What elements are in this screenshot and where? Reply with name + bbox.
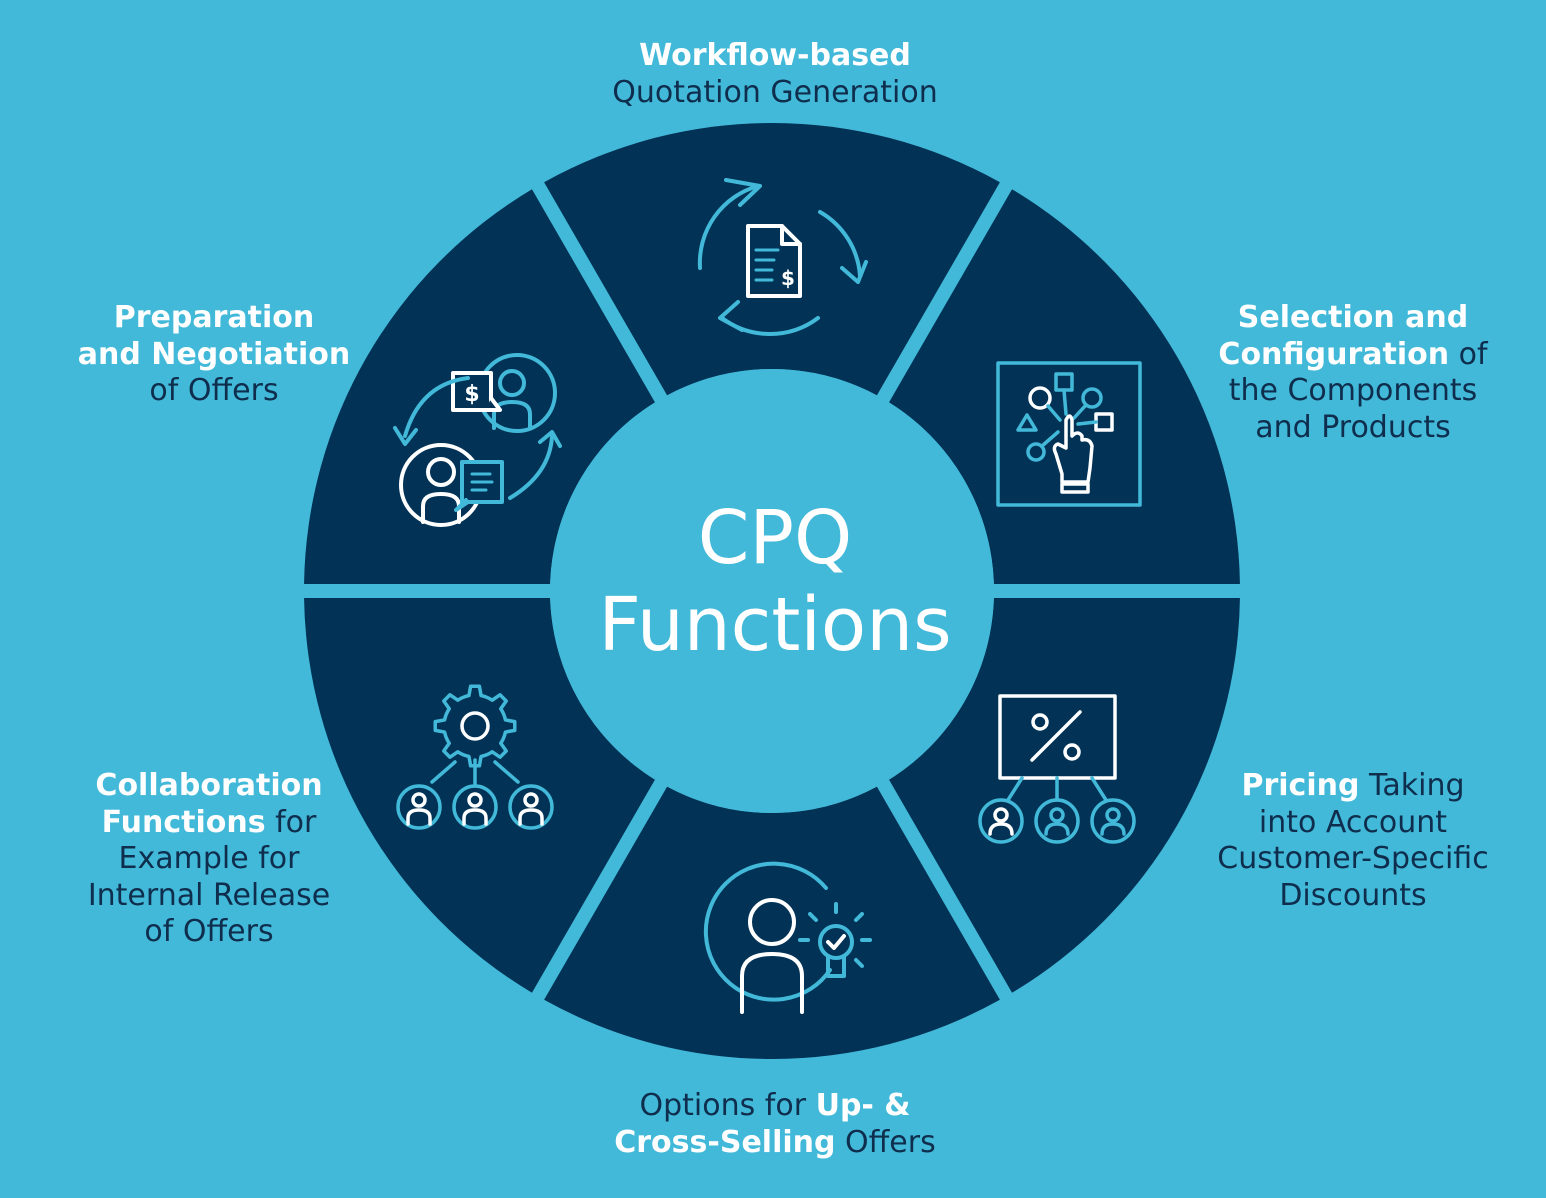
label-b-normal2: Offers: [835, 1124, 936, 1160]
label-tr-normal2: of: [1449, 336, 1488, 372]
label-bl-bold1: Collaboration: [95, 768, 323, 803]
label-tl-bold1: Preparation: [113, 300, 315, 335]
center-circle: [550, 369, 994, 813]
label-br-line4: Discounts: [1279, 877, 1427, 913]
label-bl-line3: Example for: [118, 841, 300, 876]
negotiation-icon: $: [393, 353, 562, 527]
label-br-line2: into Account: [1258, 804, 1448, 840]
label-tl-bold2: and Negotiation: [77, 336, 351, 372]
svg-text:$: $: [464, 382, 479, 407]
percentage-board-people-icon: [978, 694, 1136, 844]
label-selection-configuration: Selection and Configuration of the Compo…: [1168, 300, 1538, 446]
label-b-line2: Cross-Selling Offers: [560, 1125, 990, 1162]
segment-top-right: [889, 189, 1240, 585]
label-upsell-crosssell: Options for Up- & Cross-Selling Offers: [560, 1088, 990, 1161]
label-top-normal: Quotation Generation: [612, 74, 938, 110]
label-bl-bold2: Functions: [101, 804, 266, 840]
label-tr-bold1: Selection and: [1237, 300, 1469, 335]
person-lightbulb-icon: [703, 861, 872, 1014]
label-preparation-negotiation: Preparation and Negotiation of Offers: [24, 300, 404, 410]
label-tr-bold2: Configuration: [1218, 336, 1450, 372]
label-br-line3: Customer-Specific: [1217, 841, 1489, 876]
label-b-bold2: Cross-Selling: [614, 1124, 836, 1160]
label-workflow-quotation: Workflow-based Quotation Generation: [560, 38, 990, 111]
configuration-touch-icon: [996, 361, 1142, 507]
label-bl-line5: of Offers: [144, 914, 274, 949]
label-tr-line4: and Products: [1255, 409, 1451, 445]
label-tr-line3: the Components: [1228, 373, 1478, 408]
gear-team-icon: [396, 684, 554, 830]
label-tl-line3: of Offers: [149, 373, 279, 408]
label-tr-line1: Selection and: [1168, 300, 1538, 337]
label-tl-line2: and Negotiation: [24, 337, 404, 374]
document-refresh-icon: $: [697, 178, 868, 336]
center-title-line1: CPQ: [697, 495, 853, 581]
svg-text:$: $: [781, 266, 795, 290]
label-br-normal1: Taking: [1359, 768, 1465, 803]
center-title-line2: Functions: [598, 582, 952, 668]
label-br-bold1: Pricing: [1241, 768, 1360, 803]
label-b-bold1: Up- &: [815, 1088, 911, 1123]
label-bl-normal2: for: [265, 804, 317, 840]
label-bl-line4: Internal Release: [87, 877, 331, 913]
label-pricing: Pricing Taking into Account Customer-Spe…: [1168, 768, 1538, 914]
label-bl-line2: Functions for: [14, 805, 404, 842]
label-tl-line1: Preparation: [24, 300, 404, 337]
segment-bottom-right: [889, 597, 1240, 993]
label-b-normal1: Options for: [639, 1088, 816, 1123]
segment-bottom: [544, 786, 1000, 1059]
label-tr-line2: Configuration of: [1168, 337, 1538, 374]
label-collaboration: Collaboration Functions for Example for …: [14, 768, 404, 951]
label-top-bold: Workflow-based: [639, 38, 911, 73]
label-b-line1: Options for Up- &: [560, 1088, 990, 1125]
label-bl-line1: Collaboration: [14, 768, 404, 805]
label-br-line1: Pricing Taking: [1168, 768, 1538, 805]
